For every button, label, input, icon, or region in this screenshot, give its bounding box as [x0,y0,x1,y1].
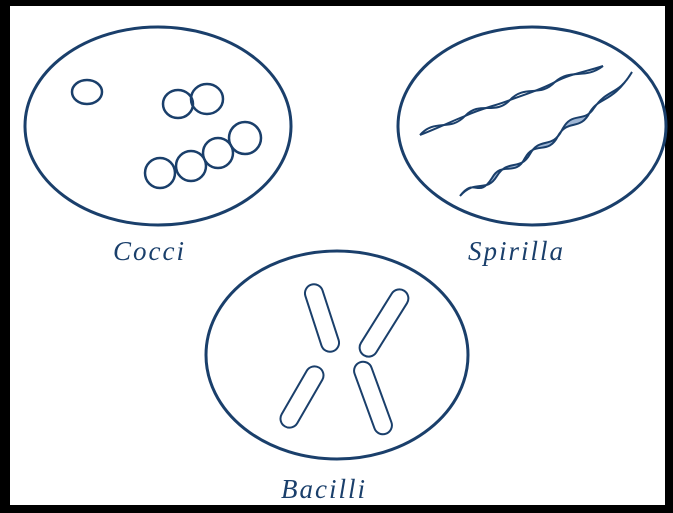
bacillus-bottom-left [277,363,327,431]
diplococcus-cell-1 [163,90,193,118]
spirilla-panel [398,27,666,225]
coccus-single [72,80,102,104]
cocci-label: Cocci [113,236,186,267]
bacilli-panel [206,251,468,459]
cocci-circle [25,27,291,225]
diplococcus-cell-2 [191,84,223,114]
streptococcus-cell-1 [145,158,175,188]
bacilli-circle [206,251,468,459]
bacilli-label: Bacilli [281,474,367,505]
bacillus-top-right [356,286,412,360]
bacilli-cells [277,282,412,437]
bacillus-top-left [303,282,342,354]
spirilla-label: Spirilla [468,236,565,267]
streptococcus-cell-2 [176,151,206,181]
cocci-panel [25,27,291,225]
cocci-cells [72,80,261,188]
bacillus-bottom-right [352,359,395,437]
streptococcus-cell-4 [229,122,261,154]
spirillum-lower [460,72,632,196]
